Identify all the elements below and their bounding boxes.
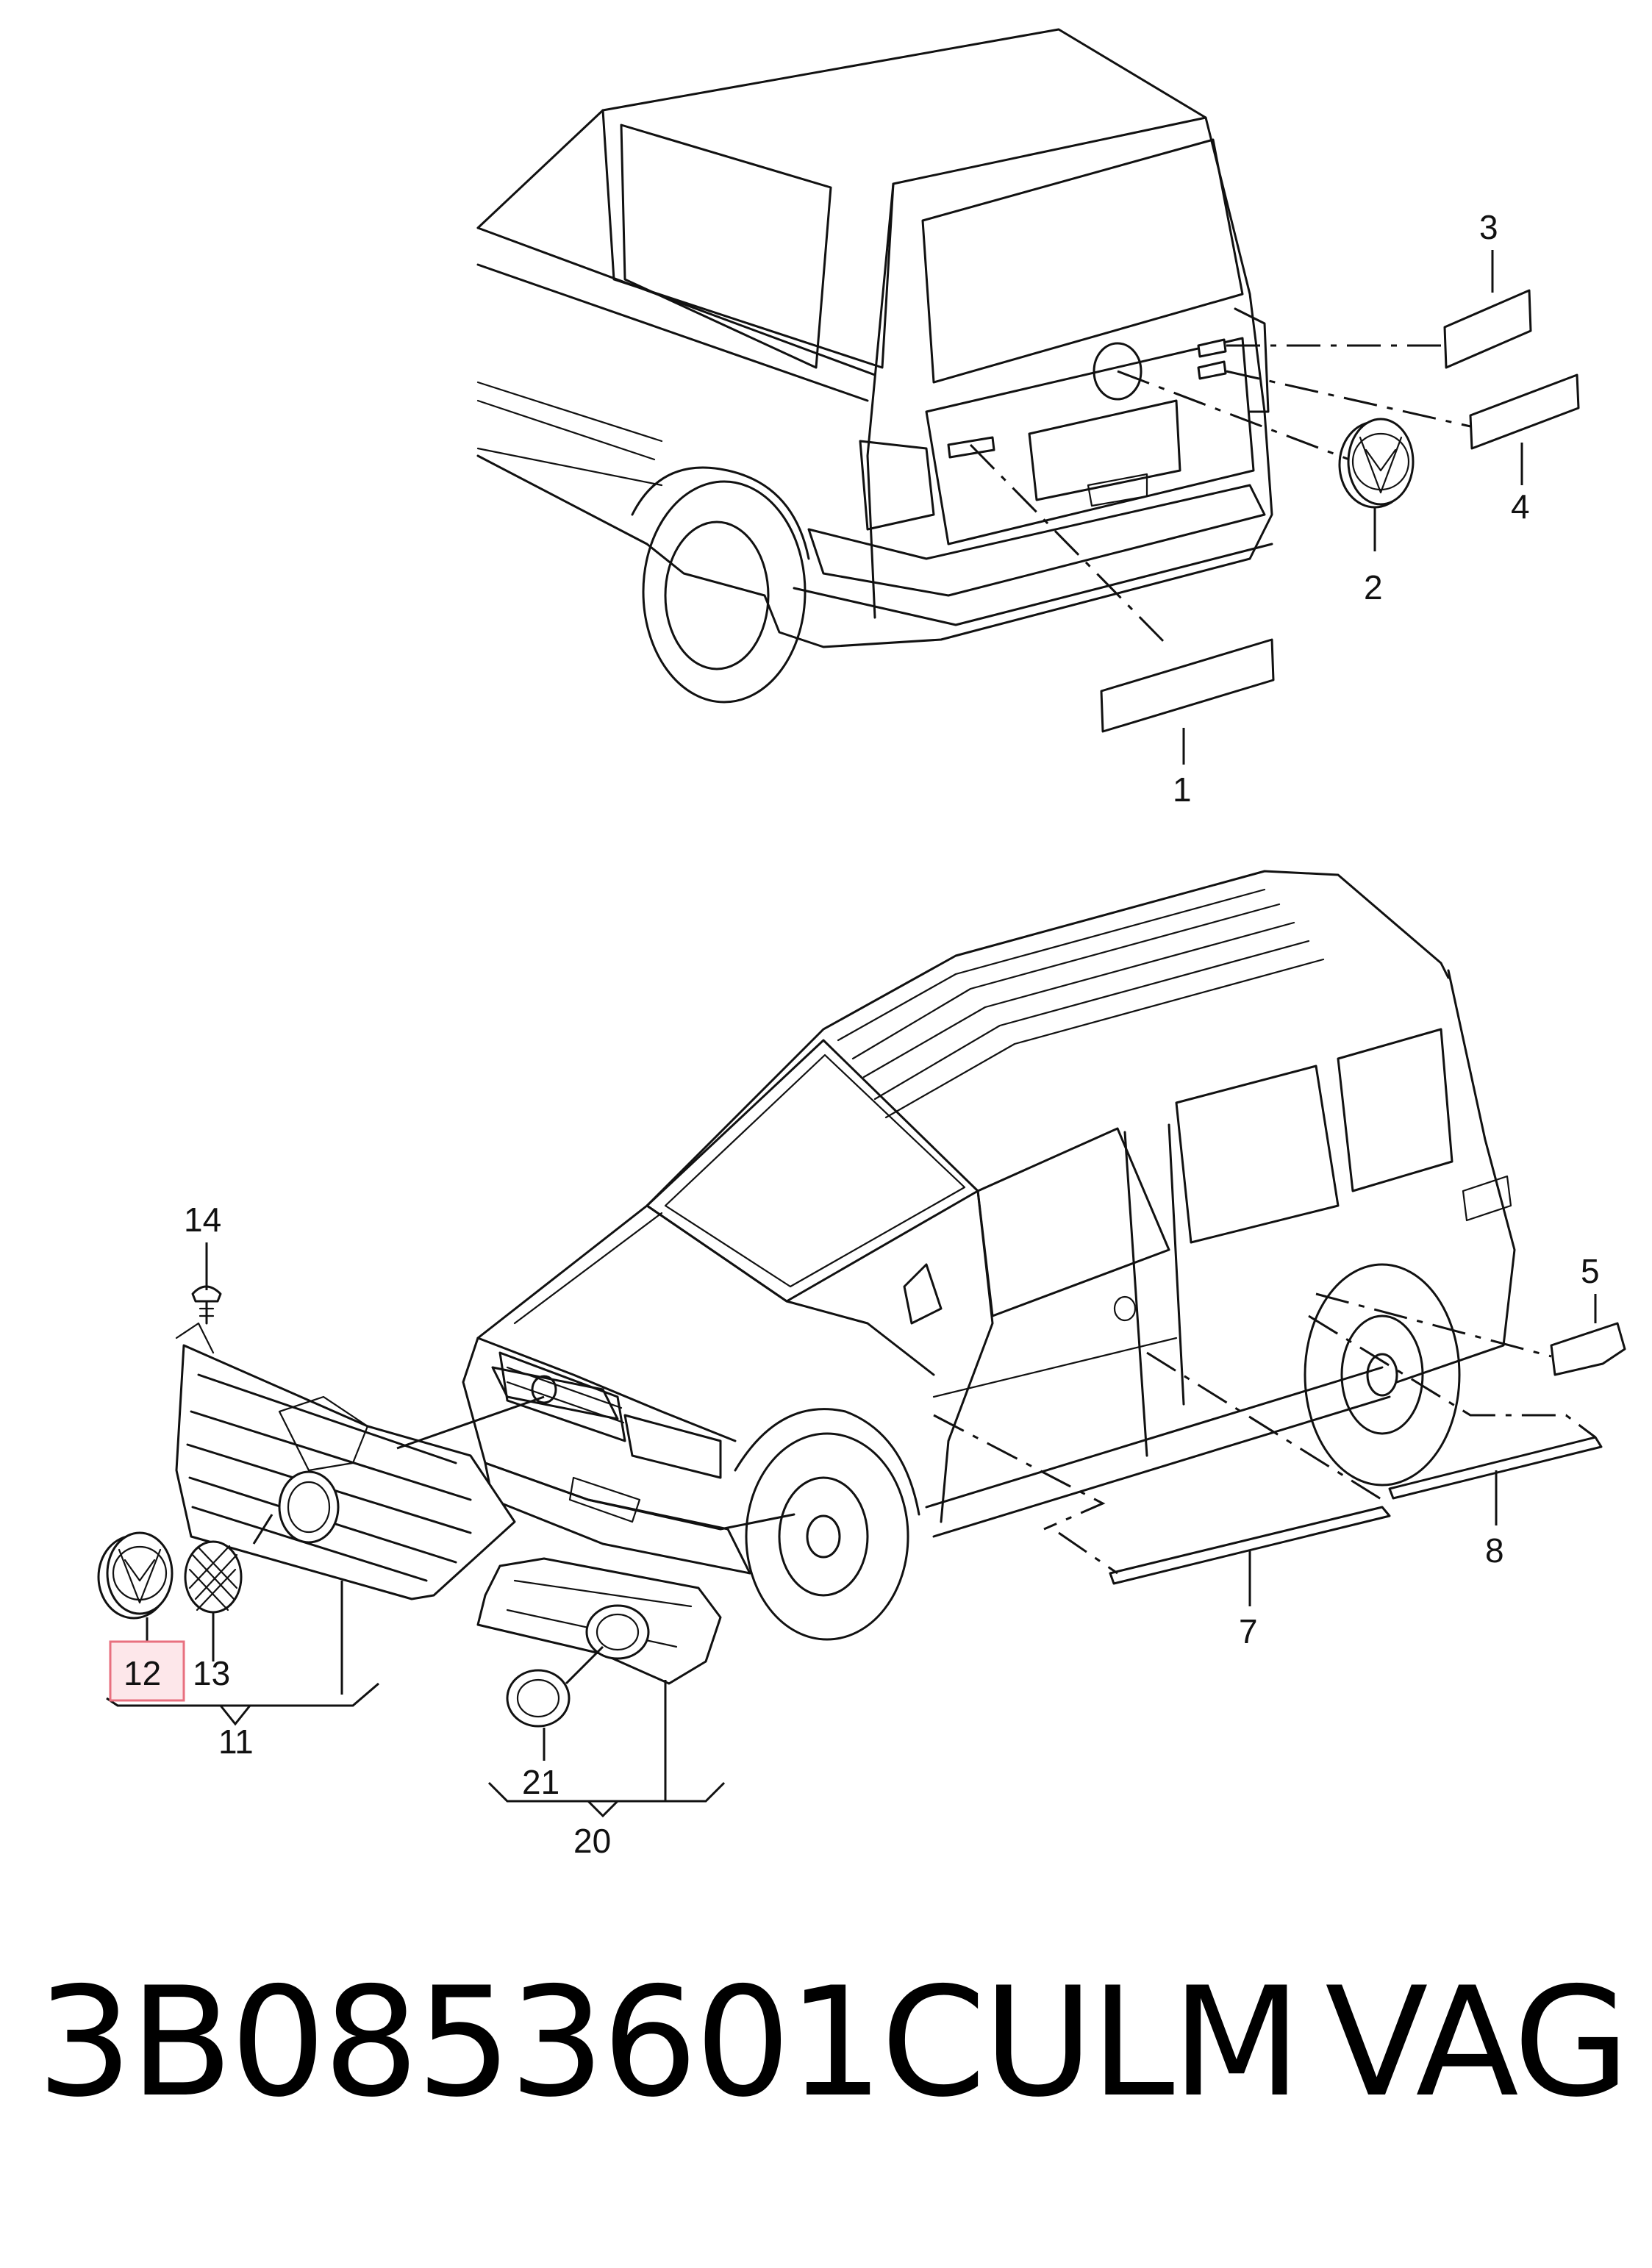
- rear-leader-lines: [969, 250, 1523, 765]
- callout-21: 21: [522, 1763, 559, 1801]
- callout-20: 20: [573, 1822, 611, 1860]
- part-5-sill-badge: [1550, 1322, 1626, 1376]
- front-leader-lines: [106, 1242, 1597, 1818]
- part-3-badge: [1443, 289, 1532, 369]
- part-14-screw: [191, 1285, 222, 1325]
- callout-3: 3: [1479, 208, 1498, 246]
- part-12-front-vw-emblem: [97, 1531, 174, 1620]
- callout-2: 2: [1364, 568, 1383, 607]
- callout-1: 1: [1173, 770, 1192, 809]
- rear-van-illustration: [476, 28, 1273, 704]
- callout-14: 14: [184, 1201, 221, 1239]
- callout-8: 8: [1485, 1531, 1504, 1570]
- callout-5: 5: [1581, 1252, 1600, 1290]
- part-8-sill-trim-strip: [1388, 1436, 1603, 1500]
- part-4-badge: [1469, 373, 1580, 450]
- callout-4: 4: [1511, 487, 1530, 526]
- part-number-label: 3B0853601CULM: [37, 1956, 1301, 2131]
- highlight-box-12: [109, 1640, 185, 1702]
- callout-12: 12: [124, 1654, 161, 1692]
- brand-label: VAG: [1325, 1956, 1630, 2131]
- callout-7: 7: [1239, 1612, 1258, 1650]
- part-1-rear-lettering-badge: [1100, 638, 1275, 733]
- part-21-trim-ring: [506, 1669, 571, 1728]
- part-20-fog-light-grille: [476, 1557, 722, 1685]
- callout-13: 13: [193, 1654, 230, 1692]
- callout-11: 11: [218, 1723, 254, 1761]
- front-van-illustration: [462, 870, 1516, 1641]
- part-11-radiator-grille: [175, 1322, 516, 1600]
- callout-labels: 1 2 3 4 5 7 8 11 12 13 14 20 21: [109, 208, 1600, 1860]
- part-13-mesh-insert: [184, 1540, 243, 1614]
- part-2-rear-vw-emblem: [1338, 418, 1415, 509]
- part-7-sill-trim-strip: [1109, 1506, 1391, 1585]
